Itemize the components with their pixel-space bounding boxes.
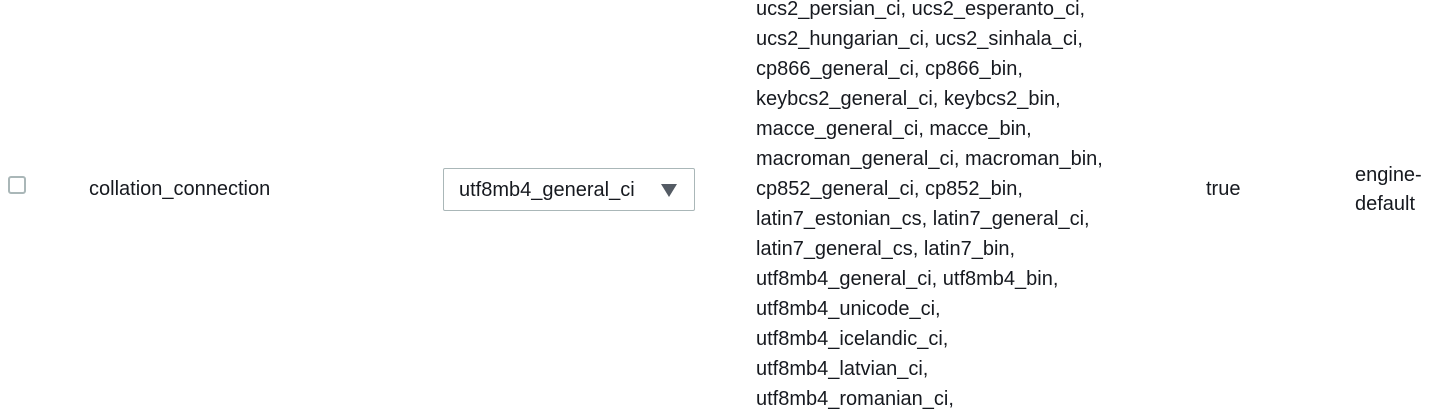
allowed-values-line: macce_general_ci, macce_bin, xyxy=(756,118,1032,140)
allowed-values-line: latin7_estonian_cs, latin7_general_ci, xyxy=(756,208,1090,230)
allowed-values-line: utf8mb4_romanian_ci, xyxy=(756,388,954,410)
allowed-values-line: cp852_general_ci, cp852_bin, xyxy=(756,178,1023,200)
allowed-values-line: ucs2_persian_ci, ucs2_esperanto_ci, xyxy=(756,0,1086,20)
allowed-values-line: utf8mb4_latvian_ci, xyxy=(756,358,929,380)
allowed-values-line: cp866_general_ci, cp866_bin, xyxy=(756,58,1023,80)
parameter-name: collation_connection xyxy=(89,178,271,200)
allowed-values-line: keybcs2_general_ci, keybcs2_bin, xyxy=(756,88,1061,110)
value-select[interactable]: utf8mb4_general_ci xyxy=(443,168,695,211)
row-select-checkbox[interactable] xyxy=(8,176,26,194)
allowed-values-line: utf8mb4_unicode_ci, xyxy=(756,298,941,320)
source-value: engine- default xyxy=(1355,161,1435,219)
allowed-values-line: utf8mb4_icelandic_ci, xyxy=(756,328,949,350)
caret-down-icon xyxy=(661,184,677,197)
allowed-values-line: ucs2_hungarian_ci, ucs2_sinhala_ci, xyxy=(756,28,1083,50)
value-select-text: utf8mb4_general_ci xyxy=(459,179,635,201)
source-value-line1: engine- xyxy=(1355,164,1422,186)
allowed-values-line: utf8mb4_general_ci, utf8mb4_bin, xyxy=(756,268,1059,290)
allowed-values: ucs2_persian_ci, ucs2_esperanto_ci, ucs2… xyxy=(756,0,1176,414)
allowed-values-line: latin7_general_cs, latin7_bin, xyxy=(756,238,1016,260)
allowed-values-line: macroman_general_ci, macroman_bin, xyxy=(756,148,1103,170)
source-value-line2: default xyxy=(1355,193,1416,215)
is-modifiable-value: true xyxy=(1206,178,1241,200)
